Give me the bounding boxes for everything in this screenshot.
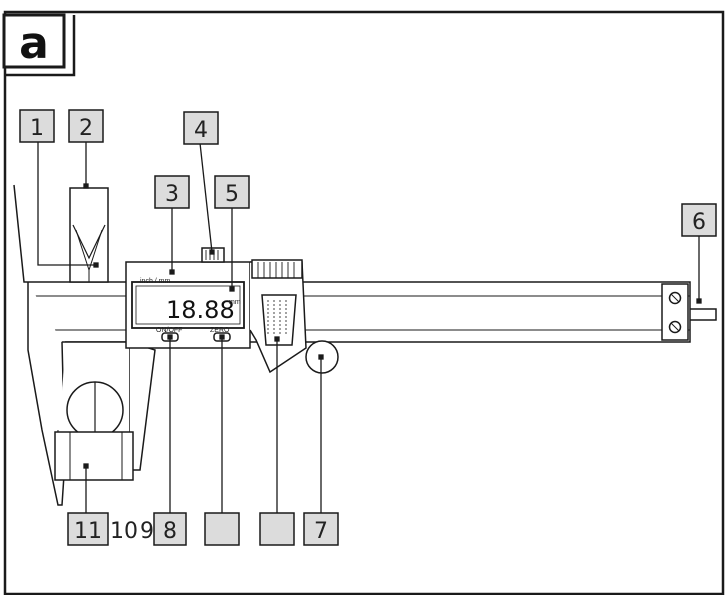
callout-5: 5 [214, 175, 250, 209]
callout-4: 4 [183, 111, 219, 145]
unit-label: inch / mm [140, 278, 171, 285]
callout-2: 2 [68, 109, 104, 143]
callout-7: 7 [303, 512, 339, 546]
on-off-label: ON/OFF [156, 327, 182, 334]
svg-text:8: 8 [163, 519, 177, 544]
inside-measuring-jaws [69, 187, 109, 283]
lcd-reading: 18.88 [166, 296, 235, 324]
svg-text:6: 6 [692, 210, 706, 235]
callout-3: 3 [154, 175, 190, 209]
panel-letter: a [19, 18, 49, 69]
callout-6: 6 [681, 203, 717, 237]
callout-boxes: 1 2 4 3 5 6 11 10 9 8 [19, 109, 717, 546]
callout-1: 1 [19, 109, 55, 143]
inline-label-9: 9 [140, 519, 154, 544]
locking-screw [201, 247, 225, 263]
callout-blank-a [204, 512, 240, 546]
jaw-tip [54, 431, 134, 481]
svg-text:4: 4 [194, 118, 208, 143]
callout-8: 8 [153, 512, 187, 546]
depth-rod [690, 308, 717, 321]
svg-text:7: 7 [314, 519, 328, 544]
svg-text:1: 1 [30, 116, 44, 141]
end-cap [661, 283, 689, 341]
end-screw-top [668, 291, 682, 305]
leader-lines [37, 140, 702, 513]
zero-label: ZERO [210, 327, 230, 334]
figure-frame [3, 10, 725, 595]
svg-text:3: 3 [165, 182, 179, 207]
callout-11: 11 [67, 512, 109, 546]
end-screw-bottom [668, 320, 682, 334]
thumb-roller [251, 259, 303, 279]
svg-text:11: 11 [74, 519, 102, 544]
panel-letter-box: a [2, 13, 76, 77]
lcd-unit: mm [229, 299, 241, 306]
callout-blank-b [259, 512, 295, 546]
battery-cover [261, 294, 297, 346]
fixed-inside-jaw [13, 184, 28, 283]
inline-label-10: 10 [110, 519, 138, 544]
lcd-window [131, 281, 245, 329]
caliper-drawing [13, 184, 717, 506]
svg-text:5: 5 [225, 182, 239, 207]
svg-text:2: 2 [79, 116, 93, 141]
